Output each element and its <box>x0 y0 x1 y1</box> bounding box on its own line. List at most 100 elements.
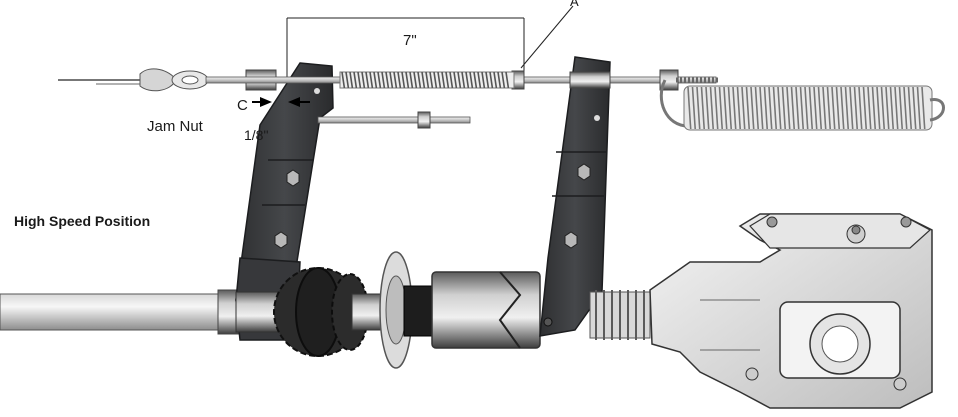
spring-coil <box>421 71 426 89</box>
spring-coil <box>413 71 418 89</box>
spring-coil <box>437 71 442 89</box>
gearbox <box>649 213 933 409</box>
spring-coil <box>461 71 466 89</box>
spring-coil <box>365 71 370 89</box>
spring-coil <box>777 86 782 130</box>
spring-coil <box>429 71 434 89</box>
gap-arrows <box>252 97 310 107</box>
lower-rod <box>317 111 471 129</box>
spring-coil <box>844 86 849 130</box>
c-label: C <box>237 97 248 114</box>
spring-coil <box>401 71 406 89</box>
spring-coil <box>804 86 809 130</box>
spring-coil <box>817 86 822 130</box>
spring-coil <box>377 71 382 89</box>
spring-coil <box>373 71 378 89</box>
spring-coil <box>687 86 692 130</box>
spring-coil <box>397 71 402 89</box>
spring-coil <box>727 86 732 130</box>
spring-coil <box>433 71 438 89</box>
spring-coil <box>781 86 786 130</box>
spring-coil <box>732 86 737 130</box>
spring-coil <box>795 86 800 130</box>
spring-coil <box>714 86 719 130</box>
spring-coil <box>691 86 696 130</box>
shaft-boot <box>589 290 651 340</box>
spring-coil <box>441 71 446 89</box>
spring-coil <box>709 86 714 130</box>
spring-coil <box>353 71 358 89</box>
control-cable <box>58 68 209 92</box>
spring-coil <box>489 71 494 89</box>
spring-coil <box>469 71 474 89</box>
spring-coil <box>871 86 876 130</box>
spring-coil <box>405 71 410 89</box>
gap-label: 1/8" <box>244 127 269 143</box>
spring-coil <box>759 86 764 130</box>
spring-coil <box>903 86 908 130</box>
spring-coil <box>341 71 346 89</box>
spring-coil <box>907 86 912 130</box>
spring-coil <box>849 86 854 130</box>
spring-coil <box>813 86 818 130</box>
spring-coil <box>835 86 840 130</box>
spring-coil <box>473 71 478 89</box>
spring-coil <box>705 86 710 130</box>
spring-coil <box>885 86 890 130</box>
spring-coil <box>369 71 374 89</box>
spring-coil <box>912 86 917 130</box>
spring-coil <box>481 71 486 89</box>
spring-coil <box>696 86 701 130</box>
spring-coil <box>853 86 858 130</box>
spring-coil <box>921 86 926 130</box>
spring-coil <box>718 86 723 130</box>
spring-coil <box>381 71 386 89</box>
callout-leader <box>520 5 574 69</box>
spring-coil <box>736 86 741 130</box>
callout-label: A <box>570 0 579 9</box>
spring-coil <box>867 86 872 130</box>
jam-nut-label: Jam Nut <box>147 118 203 135</box>
spring-coil <box>745 86 750 130</box>
right-bracket <box>539 56 611 337</box>
spring-coil <box>449 71 454 89</box>
spring-coil <box>750 86 755 130</box>
spring-coil <box>876 86 881 130</box>
spring-coil <box>858 86 863 130</box>
spring-coil <box>361 71 366 89</box>
drive-shaft <box>0 289 241 335</box>
compression-spring <box>339 71 515 89</box>
spring-coil <box>916 86 921 130</box>
spring-coil <box>485 71 490 89</box>
spring-coil <box>417 71 422 89</box>
spring-coil <box>497 71 502 89</box>
spring-coil <box>700 86 705 130</box>
spring-coil <box>477 71 482 89</box>
spring-coil <box>493 71 498 89</box>
spring-coil <box>808 86 813 130</box>
dimension-label: 7" <box>403 32 417 49</box>
spring-coil <box>763 86 768 130</box>
spring-coil <box>768 86 773 130</box>
spring-coil <box>786 86 791 130</box>
spring-coil <box>457 71 462 89</box>
spring-coil <box>393 71 398 89</box>
spring-coil <box>889 86 894 130</box>
spring-coil <box>831 86 836 130</box>
spring-coil <box>790 86 795 130</box>
spring-coil <box>505 71 510 89</box>
spring-coil <box>723 86 728 130</box>
extension-spring <box>659 79 945 131</box>
spring-coil <box>385 71 390 89</box>
spring-coil <box>453 71 458 89</box>
spring-coil <box>799 86 804 130</box>
position-title: High Speed Position <box>14 213 151 229</box>
spring-coil <box>862 86 867 130</box>
spring-coil <box>741 86 746 130</box>
spring-coil <box>501 71 506 89</box>
spring-coil <box>840 86 845 130</box>
spring-coil <box>409 71 414 89</box>
spring-coil <box>880 86 885 130</box>
